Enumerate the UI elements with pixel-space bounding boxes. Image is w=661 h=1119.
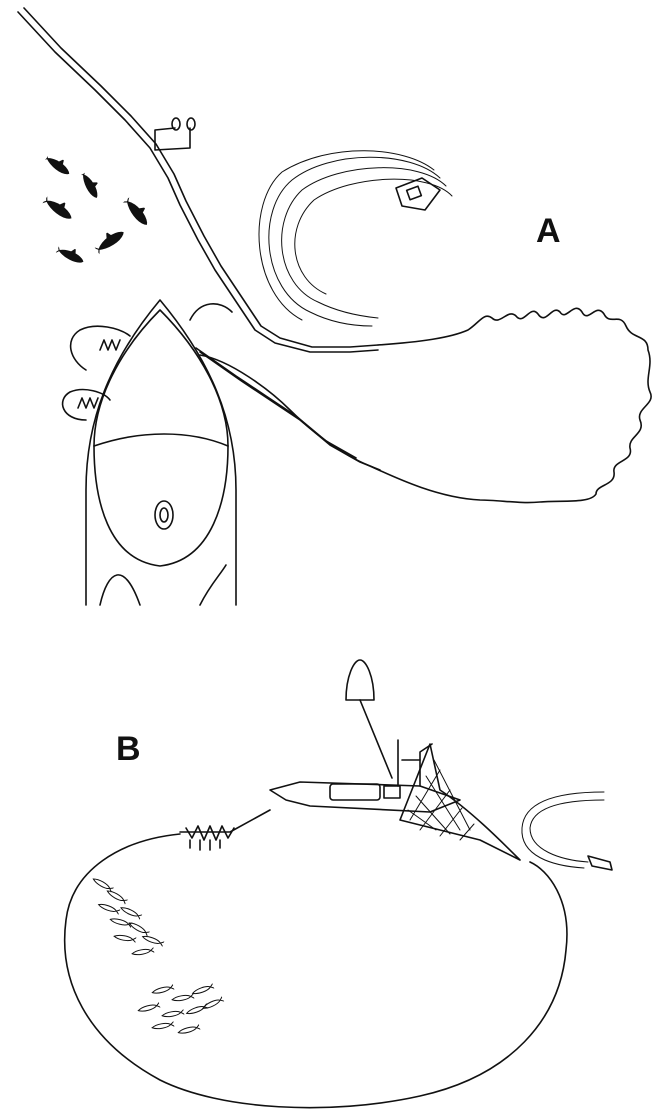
net-mesh (400, 744, 520, 860)
line-branch (155, 128, 190, 150)
buoy (172, 118, 180, 130)
speedboat-a (259, 151, 452, 326)
seiner-bow (63, 300, 236, 605)
panel-b-diagram (65, 660, 612, 1108)
panel-label-a: A (536, 212, 561, 251)
seine-circle (65, 834, 567, 1108)
cork-line (180, 810, 270, 850)
dolphin-school (41, 150, 153, 265)
speedboat-b (522, 792, 612, 870)
fish-school (92, 876, 225, 1035)
skiff (346, 660, 392, 778)
panel-a-diagram (18, 8, 651, 605)
tow-line (18, 8, 378, 352)
panel-label-b: B (116, 730, 141, 769)
buoy-2 (187, 118, 195, 130)
